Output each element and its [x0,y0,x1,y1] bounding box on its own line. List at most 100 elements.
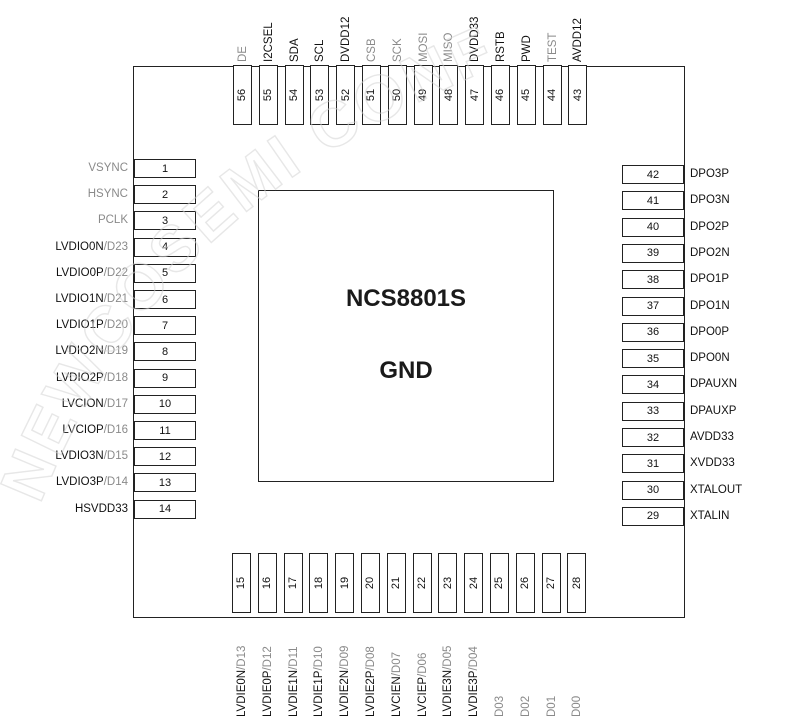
pin-30: 30 [622,480,684,500]
pin-label-part: LVDIE2P [365,670,377,717]
pin-21: 21 [386,553,406,613]
pin-number: 46 [494,88,507,102]
pin-number: 43 [571,88,584,102]
pin-number: 40 [646,221,660,234]
pin-number: 13 [158,476,172,489]
pin-number: 25 [493,576,506,590]
pin-29: 29 [622,506,684,526]
package-outline [133,66,685,618]
pin-label-part: /D20 [103,319,128,332]
pin-label-part: DPO3P [690,168,729,180]
pin-label-part: /D15 [103,450,128,463]
pin-label-part: D03 [494,695,506,717]
pin-label-text: DVDD33 [468,17,482,62]
pin-number: 47 [468,88,481,102]
pin-label-text: MOSI [417,33,431,62]
pin-32: 32 [622,428,684,447]
pin-number: 48 [442,88,455,102]
pin-number: 31 [646,457,660,470]
pin-label-part: DPO1P [690,273,729,286]
pin-label-text: LVDIE2N/D09 [338,646,352,717]
pin-label-part: LVDIE2N [339,669,352,717]
pin-13: 13 [134,473,196,493]
pin-label: LVDIE1P/D10 [312,621,326,717]
pin-label-part: /D16 [103,424,128,436]
pin-label-part: LVDIE1N [287,669,300,717]
pin-label: LVDIO0P/D22 [2,266,128,280]
pin-label-text: D01 [545,696,559,717]
pin-50: 50 [387,65,407,125]
pin-label-part: LVCIOP [62,424,104,436]
pin-label-part: DE [237,46,249,62]
pin-label-part: LVDIO2P [55,371,104,384]
pin-1: 1 [134,159,196,178]
pin-label-part: DPO2N [690,246,730,259]
pin-number: 19 [338,576,351,590]
pin-label: HSYNC [2,187,128,201]
pin-label-part: /D08 [365,646,377,671]
pin-number: 42 [646,168,660,181]
center-pad-label: GND [379,357,433,384]
pin-label: LVDIE3P/D04 [467,621,481,717]
pin-48: 48 [439,65,459,125]
pin-51: 51 [362,65,381,125]
pin-number: 51 [365,88,378,102]
pin-label-part: PWD [520,35,533,62]
pin-label-part: /D09 [339,645,352,670]
pin-44: 44 [542,65,562,125]
pin-label-part: LVCIEN [390,676,403,717]
pin-31: 31 [622,454,684,474]
pin-label: PWD [520,2,534,62]
pin-label-part: LVDIO3P [55,476,104,489]
pin-label-text: D00 [570,696,584,717]
pin-number: 3 [161,214,169,227]
pin-label-text: D02 [519,696,533,717]
pin-label-text: LVDIE3P/D04 [467,646,481,717]
pin-label: D00 [570,621,584,717]
pin-label-part: XVDD33 [690,457,735,470]
pin-label-text: RSTB [494,31,508,62]
pin-label-part: LVDIE3N [442,669,455,717]
pin-label-part: XTALIN [690,509,730,522]
pin-number: 54 [288,88,301,102]
pin-8: 8 [134,342,196,362]
pin-number: 9 [161,372,169,385]
pin-label: DPO3N [690,193,800,207]
pin-label-part: LVDIO1N [55,293,104,305]
pin-label: LVDIO3P/D14 [2,475,128,489]
pin-label-part: DVDD33 [469,16,482,62]
pin-number: 41 [646,194,660,207]
pin-label: DPO2N [690,246,800,260]
pin-number: 50 [391,88,404,102]
pin-number: 15 [235,576,248,590]
pin-27: 27 [541,553,561,613]
pin-label: DPO1P [690,272,800,286]
pin-label-part: LVDIE0P [261,670,274,717]
pin-label: LVDIE2N/D09 [338,621,352,717]
pin-number: 23 [441,576,454,590]
pin-number: 7 [161,319,169,332]
pin-label: D03 [493,621,507,717]
pin-46: 46 [491,65,510,125]
exposed-pad [258,190,554,482]
pin-11: 11 [134,421,196,440]
pin-label: LVDIE1N/D11 [287,621,301,717]
pin-28: 28 [567,553,587,613]
pin-number: 14 [158,503,172,516]
pin-number: 53 [313,88,326,102]
pin-label: LVDIO2N/D19 [2,344,128,358]
pin-23: 23 [438,553,458,613]
pin-number: 55 [262,88,275,102]
pin-label-part: LVCIEP [416,676,429,717]
pin-label-text: MISO [442,33,456,62]
pin-label-part: /D17 [103,397,128,410]
pin-34: 34 [622,375,684,395]
pin-55: 55 [258,65,278,125]
pin-20: 20 [361,553,380,613]
pin-number: 32 [646,431,660,444]
pin-label: LVCION/D17 [2,397,128,411]
pin-number: 30 [646,484,660,497]
pin-label: DE [236,2,250,62]
pin-label-part: SCK [391,38,404,62]
